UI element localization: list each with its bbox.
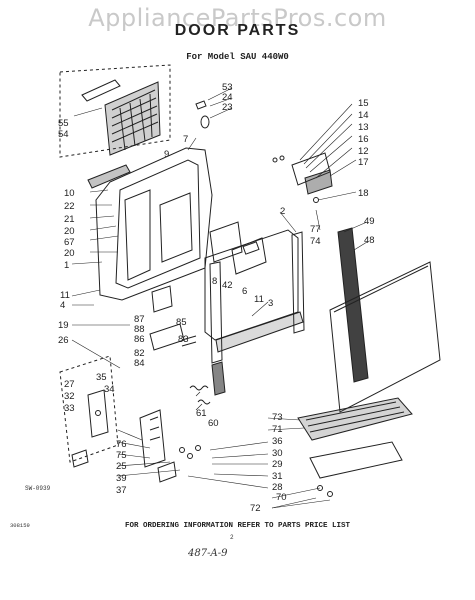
ordering-footer: FOR ORDERING INFORMATION REFER TO PARTS … (124, 522, 351, 530)
callout-32: 32 (64, 391, 75, 402)
handwritten-note: 487-A-9 (188, 548, 228, 559)
callout-73: 73 (272, 412, 283, 423)
callout-76: 76 (116, 439, 127, 450)
callout-19: 19 (58, 320, 69, 331)
callout-27: 27 (64, 379, 75, 390)
callout-25: 25 (116, 461, 127, 472)
callout-13: 13 (358, 122, 369, 133)
callout-16: 16 (358, 134, 369, 145)
vent-assembly-box (59, 64, 171, 158)
callout-33: 33 (64, 403, 75, 414)
door-frame (204, 229, 305, 396)
watermark: AppliancePartsPros.com (88, 4, 387, 32)
callout-9: 9 (164, 149, 169, 160)
callout-6: 6 (242, 286, 247, 297)
callout-37: 37 (116, 485, 127, 496)
callout-24: 24 (222, 92, 233, 103)
callout-21: 21 (64, 214, 75, 225)
callout-11a: 11 (60, 290, 70, 301)
callout-2: 2 (280, 206, 285, 217)
callout-82: 82 (134, 348, 145, 359)
latch-assembly (59, 355, 119, 468)
callout-14: 14 (358, 110, 369, 121)
callout-83: 83 (178, 334, 189, 345)
callout-29: 29 (272, 459, 283, 470)
callout-labels: 55 54 53 24 23 7 9 10 22 21 20 67 20 1 1… (58, 82, 375, 514)
callout-53: 53 (222, 82, 233, 93)
callout-48: 48 (364, 235, 375, 246)
callout-4: 4 (60, 300, 65, 311)
callout-20b: 20 (64, 248, 75, 259)
callout-72: 72 (250, 503, 261, 514)
model-line: For Model SAU 440W0 (186, 52, 289, 62)
callout-36: 36 (272, 436, 283, 447)
callout-28: 28 (272, 482, 283, 493)
callout-71: 71 (272, 424, 283, 435)
callout-42: 42 (222, 280, 233, 291)
callout-77: 77 (310, 224, 321, 235)
callout-1: 1 (64, 260, 69, 271)
callout-23: 23 (222, 102, 233, 113)
callout-84: 84 (134, 358, 145, 369)
callout-54: 54 (58, 129, 69, 140)
callout-60: 60 (208, 418, 219, 429)
callout-55: 55 (58, 118, 69, 129)
callout-49: 49 (364, 216, 375, 227)
page-title: DOOR PARTS (174, 22, 301, 39)
outer-door-panel (329, 227, 441, 413)
callout-34: 34 (104, 384, 115, 395)
callout-31: 31 (272, 471, 283, 482)
callout-86: 86 (134, 334, 145, 345)
callout-70: 70 (276, 492, 287, 503)
page-number: 2 (230, 534, 234, 541)
callout-17: 17 (358, 157, 369, 168)
callout-85: 85 (176, 317, 187, 328)
callout-7: 7 (183, 134, 188, 145)
callout-18: 18 (358, 188, 369, 199)
callout-22: 22 (64, 201, 75, 212)
callout-3: 3 (268, 298, 273, 309)
inner-door-panel (87, 147, 213, 301)
callout-74: 74 (310, 236, 321, 247)
doc-number: 308159 (10, 522, 30, 529)
callout-35: 35 (96, 372, 107, 383)
diagram-code: SW-0939 (25, 485, 51, 492)
callout-12: 12 (358, 146, 369, 157)
callout-20a: 20 (64, 226, 75, 237)
callout-15: 15 (358, 98, 369, 109)
callout-10: 10 (64, 188, 75, 199)
callout-30: 30 (272, 448, 283, 459)
callout-61: 61 (196, 408, 207, 419)
callout-67: 67 (64, 237, 75, 248)
callout-39: 39 (116, 473, 127, 484)
callout-75: 75 (116, 450, 127, 461)
callout-26: 26 (58, 335, 69, 346)
callout-88: 88 (134, 324, 145, 335)
trim-strip (297, 397, 413, 479)
callout-87: 87 (134, 314, 145, 325)
callout-11b: 11 (254, 294, 264, 305)
callout-8: 8 (212, 276, 217, 287)
